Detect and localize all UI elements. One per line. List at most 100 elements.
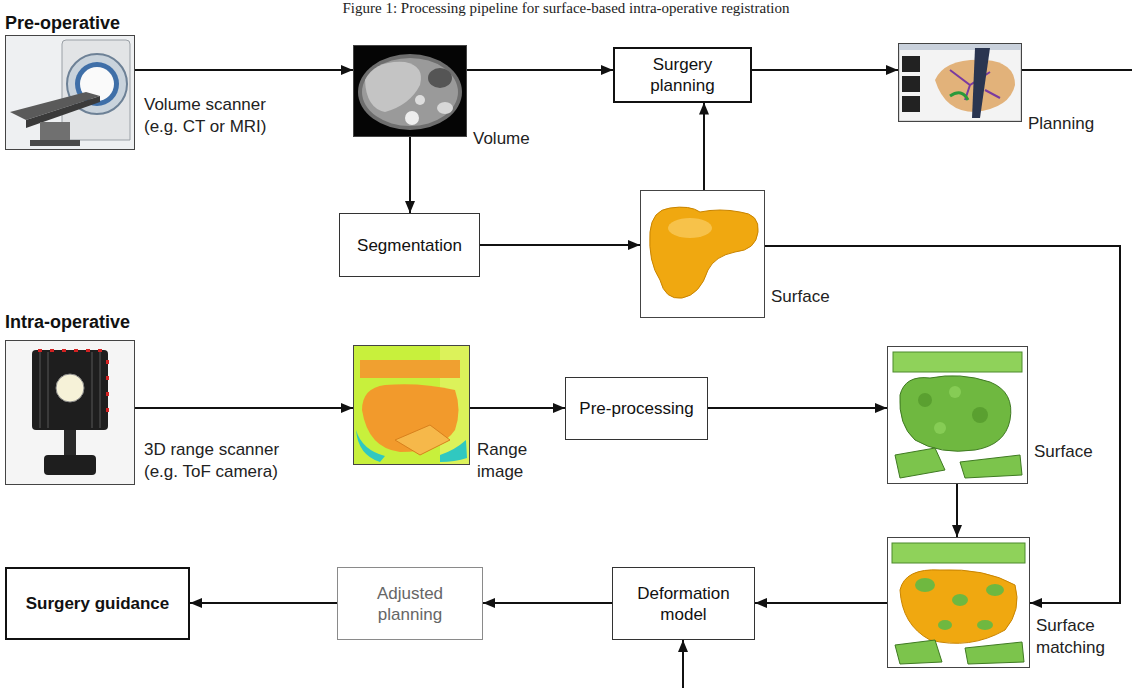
image-caption: Range image	[477, 439, 552, 483]
intra-surface-picture	[934, 422, 946, 434]
outgoing-line	[1022, 69, 1132, 71]
ct-scanner-picture	[6, 36, 134, 149]
ct-slice-picture	[358, 54, 462, 130]
ct-slice-picture	[354, 46, 466, 136]
process-box: Surgery planning	[613, 47, 752, 103]
tof-camera-picture	[38, 349, 42, 352]
planning-screenshot	[899, 44, 1021, 121]
image-frame: Planning	[898, 43, 1022, 122]
tof-camera-picture	[64, 430, 76, 456]
range-image-picture	[395, 425, 450, 455]
range-image-picture	[356, 430, 385, 462]
range-image-picture	[360, 360, 460, 378]
tof-camera-picture	[6, 341, 134, 484]
connector-arrow	[409, 137, 411, 213]
process-box: Adjusted planning	[337, 567, 483, 640]
ct-slice-picture	[362, 58, 458, 126]
incoming-arrow	[683, 640, 684, 688]
surface-matching-picture	[892, 543, 1025, 563]
planning-screenshot	[902, 96, 920, 112]
tof-camera-picture	[6, 341, 134, 484]
box-label: Segmentation	[357, 235, 462, 256]
connector-arrow	[467, 69, 613, 71]
surface-matching-picture	[915, 578, 935, 592]
section-heading: Pre-operative	[5, 13, 120, 33]
planning-screenshot	[902, 76, 920, 92]
ct-scanner-picture	[6, 36, 134, 149]
range-image-picture	[354, 346, 469, 464]
planning-screenshot	[950, 93, 968, 100]
tof-camera-picture	[98, 349, 102, 352]
section-heading: Intra-operative	[5, 312, 130, 332]
surface-matching-picture	[952, 594, 968, 606]
range-image-picture	[440, 440, 467, 462]
intra-surface-picture	[893, 352, 1022, 372]
liver-surface-model	[650, 207, 758, 298]
surface-matching-picture	[965, 642, 1024, 664]
image-frame: Range image	[353, 345, 470, 465]
surface-matching-picture	[900, 570, 1017, 644]
tof-camera-picture	[44, 455, 96, 475]
planning-screenshot	[899, 44, 1021, 50]
connector-arrow	[483, 602, 612, 604]
connector-arrow	[752, 69, 898, 71]
intra-surface-picture	[972, 407, 988, 423]
ct-slice-picture	[428, 68, 452, 88]
planning-screenshot	[902, 56, 920, 72]
tof-camera-picture	[106, 360, 109, 364]
figure-title: Figure 1: Processing pipeline for surfac…	[0, 0, 1132, 16]
intra-surface-picture	[900, 376, 1011, 452]
connector-arrow	[765, 246, 1120, 603]
image-frame: Surface	[640, 190, 765, 318]
range-image-picture	[354, 346, 469, 464]
box-label: Pre-processing	[579, 398, 693, 419]
ct-slice-picture	[405, 111, 419, 125]
intra-surface-picture	[918, 393, 932, 407]
ct-slice-picture	[354, 46, 466, 136]
liver-surface-model	[668, 218, 712, 238]
ct-slice-picture	[437, 102, 453, 114]
image-caption: Surface	[1034, 441, 1114, 463]
ct-slice-picture	[415, 95, 425, 105]
ct-scanner-picture	[62, 40, 130, 140]
process-box: Pre-processing	[565, 377, 708, 440]
tof-camera-picture	[62, 349, 66, 352]
process-box: Segmentation	[339, 213, 480, 277]
image-caption: Surface	[771, 286, 851, 308]
connector-arrow	[956, 484, 958, 537]
intra-surface-picture	[960, 455, 1022, 478]
connector-arrow	[480, 244, 640, 246]
image-caption: Planning	[1028, 113, 1118, 135]
image-frame: Surface	[887, 346, 1028, 484]
tof-camera-picture	[50, 349, 54, 352]
tof-camera-picture	[86, 349, 90, 352]
tof-camera-picture	[74, 349, 78, 352]
incoming-arrow	[682, 640, 684, 688]
box-label: Surgery planning	[621, 54, 744, 96]
tof-camera-picture	[106, 408, 109, 412]
planning-screenshot	[972, 48, 990, 118]
box-label: Deformation model	[619, 583, 748, 625]
intra-surface-picture	[949, 386, 961, 398]
image-caption: 3D range scanner (e.g. ToF camera)	[144, 439, 294, 483]
image-frame: Surface matching	[887, 537, 1030, 668]
tof-camera-picture	[32, 350, 108, 430]
box-label: Surgery guidance	[26, 593, 170, 614]
box-label: Adjusted planning	[344, 583, 476, 625]
intra-surface-picture	[895, 448, 945, 478]
process-box: Surgery guidance	[5, 567, 190, 640]
intra-surface-picture	[893, 352, 1022, 478]
surface-matching-picture	[938, 620, 952, 630]
tof-camera-picture	[40, 352, 100, 428]
surface-matching-picture	[986, 584, 1004, 596]
image-frame: Volume scanner (e.g. CT or MRI)	[5, 35, 135, 150]
outgoing-line	[1022, 70, 1132, 71]
image-caption: Volume scanner (e.g. CT or MRI)	[144, 94, 294, 138]
surface-matching-picture	[895, 640, 942, 664]
surface-matching-picture	[977, 620, 993, 630]
surface-matching-picture	[892, 543, 1025, 664]
image-frame: 3D range scanner (e.g. ToF camera)	[5, 340, 135, 485]
connector-arrow	[708, 407, 887, 409]
connector-arrow	[703, 103, 705, 191]
